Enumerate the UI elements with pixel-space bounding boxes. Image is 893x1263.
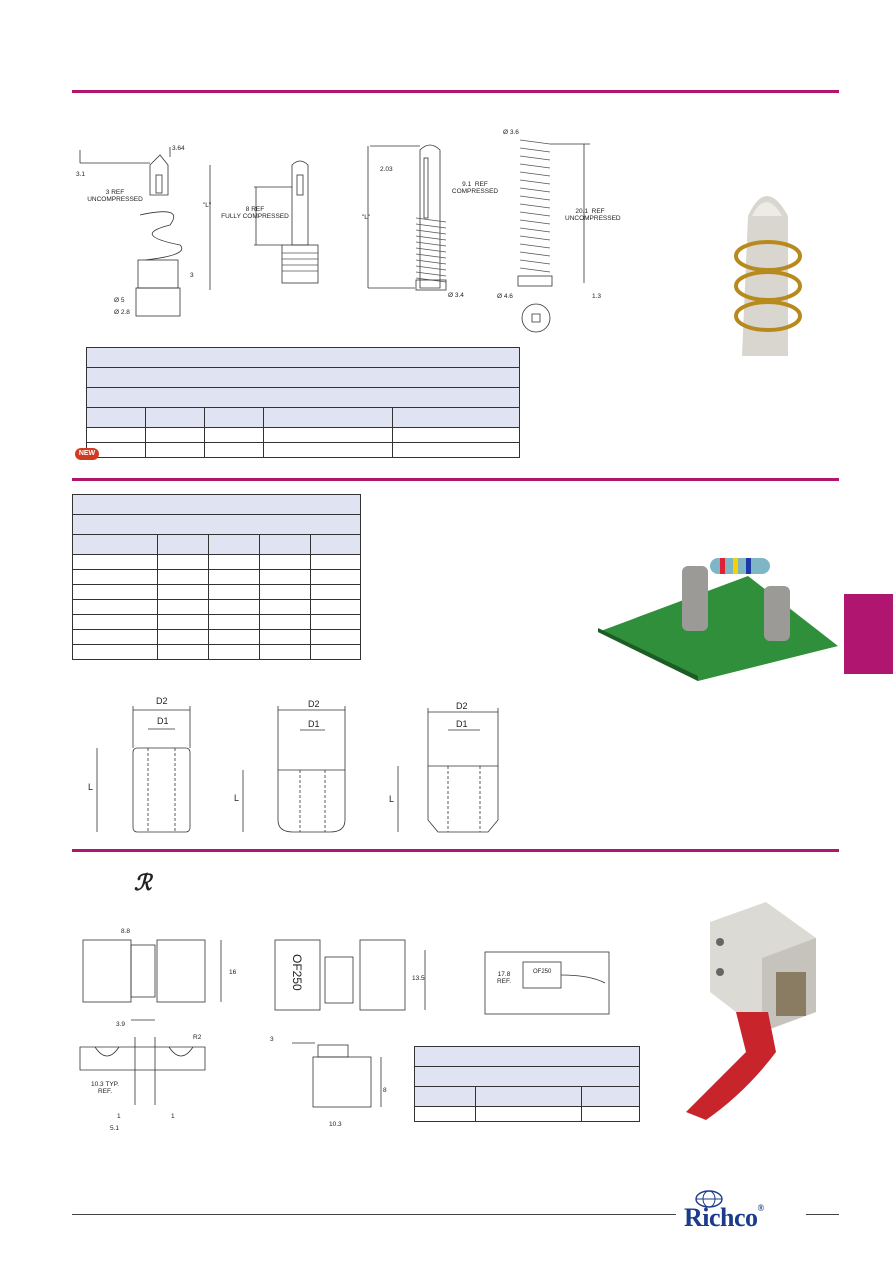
dim-1-3: 1.3 — [592, 293, 602, 300]
brand-logo: Richco® — [684, 1203, 764, 1233]
dim-d4-6: Ø 4.6 — [497, 293, 513, 300]
dim-1-b: 1 — [171, 1113, 175, 1120]
connector-drawings — [79, 939, 610, 1108]
dim-5-1: 5.1 — [110, 1125, 120, 1132]
dim-8-8: 8.8 — [121, 928, 131, 935]
globe-icon — [695, 1190, 723, 1208]
dim-8-b: 8 — [383, 1087, 387, 1094]
dim-8-ref: 8 REF FULLY COMPRESSED — [221, 206, 289, 220]
section-rule-1 — [72, 90, 839, 93]
footer-rule-right — [806, 1214, 839, 1215]
dim-d3-4: Ø 3.4 — [448, 292, 464, 299]
dim-3-ref: 3 REF UNCOMPRESSED — [87, 189, 143, 203]
dim-13-5: 13.5 — [412, 975, 425, 982]
label-D1-c: D1 — [456, 719, 468, 729]
dim-17-8: 17.8 REF. — [496, 971, 512, 985]
section-rule-3 — [72, 849, 839, 852]
dim-d5: Ø 5 — [114, 297, 125, 304]
svg-text:ℛ: ℛ — [134, 870, 154, 894]
ul-recognized-icon: ℛ — [134, 870, 154, 894]
dim-3-1: 3.1 — [76, 171, 86, 178]
dim-9-1: 9.1 REF COMPRESSED — [451, 181, 499, 195]
dim-d2-8: Ø 2.8 — [114, 309, 130, 316]
dim-16: 16 — [229, 969, 237, 976]
spacer-drawing-right — [367, 139, 590, 333]
label-L-a: L — [88, 782, 94, 792]
dim-3-64: 3.64 — [172, 145, 185, 152]
footer-rule-left — [72, 1214, 676, 1215]
label-D2-c: D2 — [456, 701, 468, 711]
dim-10-3: 10.3 — [329, 1121, 342, 1128]
connector-marking: OF250 — [290, 954, 304, 991]
section-tab — [844, 594, 893, 674]
connector-marking-small: OF250 — [533, 969, 552, 975]
connector-photo — [686, 902, 816, 1120]
dim-1-a: 1 — [117, 1113, 121, 1120]
spacer-profile-drawings — [96, 706, 499, 833]
dim-2-03: 2.03 — [380, 166, 393, 173]
dim-3-b: 3 — [270, 1036, 274, 1043]
spec-table-2 — [72, 494, 361, 660]
brand-name: Richco — [684, 1203, 758, 1232]
spring-spacer-photo — [728, 176, 806, 356]
dim-3: 3 — [190, 272, 194, 279]
dim-10-3-typ: 10.3 TYP. REF. — [91, 1081, 119, 1095]
label-D2-a: D2 — [156, 696, 168, 706]
spec-table-1 — [86, 347, 520, 458]
spacer-drawing-left — [79, 147, 319, 317]
label-D2-b: D2 — [308, 699, 320, 709]
new-badge: NEW — [75, 448, 99, 460]
label-D1-a: D1 — [157, 716, 169, 726]
section-rule-2 — [72, 478, 839, 481]
dim-d3-6: Ø 3.6 — [503, 129, 519, 136]
pcb-spacer-photo — [598, 558, 838, 681]
dim-20-1: 20.1 REF UNCOMPRESSED — [565, 208, 621, 222]
label-L-b: L — [234, 793, 240, 803]
label-D1-b: D1 — [308, 719, 320, 729]
dim-L-a: "L" — [203, 202, 212, 209]
dim-r2: R2 — [193, 1034, 202, 1041]
dim-3-9: 3.9 — [116, 1021, 126, 1028]
dim-L-b: "L" — [362, 214, 371, 221]
label-L-c: L — [389, 794, 395, 804]
registered-mark: ® — [757, 1203, 765, 1213]
spec-table-3 — [414, 1046, 640, 1122]
